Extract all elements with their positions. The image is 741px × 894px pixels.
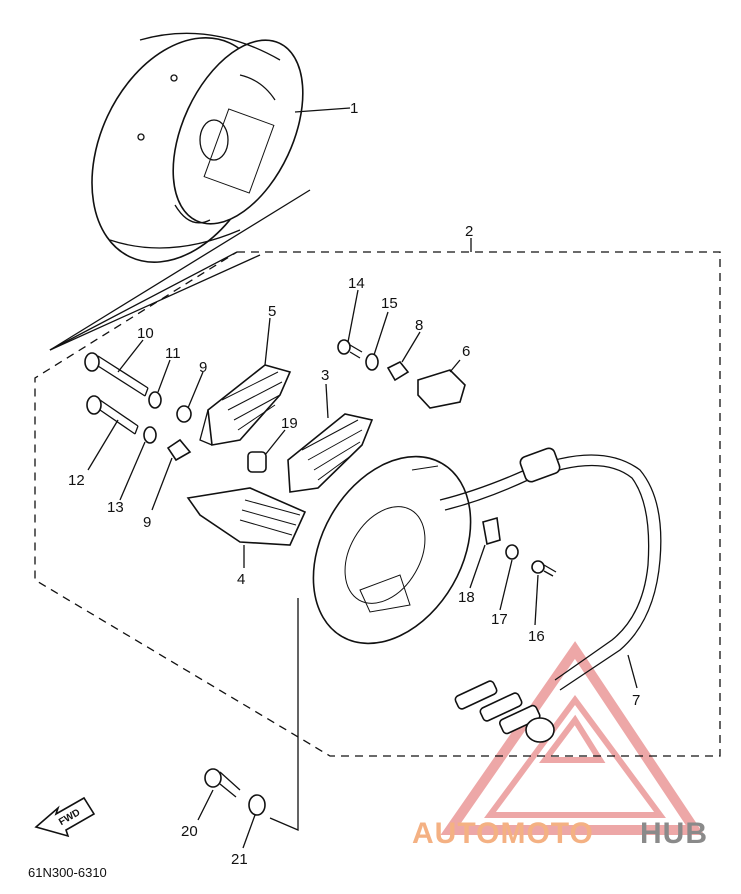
stator-assembly-outline [34, 251, 721, 757]
washer-13 [143, 426, 157, 444]
label-part-7: 7 [632, 692, 640, 709]
pickup-coil-4 [186, 487, 307, 546]
label-part-2: 2 [465, 223, 473, 240]
bolt-12 [86, 395, 139, 435]
catalog-code: 61N300-6310 [28, 865, 107, 880]
spacer-19 [247, 451, 267, 473]
label-part-19: 19 [281, 415, 298, 432]
washer-9a [176, 405, 192, 423]
label-part-3: 3 [321, 367, 329, 384]
label-part-1: 1 [350, 100, 358, 117]
washer-11 [148, 391, 162, 409]
flywheel-rotor [91, 32, 304, 263]
label-part-10: 10 [137, 325, 154, 342]
coil-5 [199, 364, 292, 446]
coil-3 [287, 413, 374, 493]
label-part-9a: 9 [199, 359, 207, 376]
washer-21 [248, 794, 266, 816]
screw-16 [531, 560, 557, 577]
label-part-12: 12 [68, 472, 85, 489]
bolt-10 [84, 352, 149, 397]
label-part-21: 21 [231, 851, 248, 868]
plate-6 [417, 369, 466, 409]
bolt-20 [204, 768, 241, 798]
label-part-14: 14 [348, 275, 365, 292]
wire-harness-7 [439, 447, 662, 743]
washer-17 [505, 544, 519, 560]
clip-18 [482, 516, 501, 546]
label-part-16: 16 [528, 628, 545, 645]
watermark-brand-part2: HUB [640, 817, 708, 850]
fwd-arrow-icon: FWD [34, 796, 96, 838]
clip-8 [386, 360, 410, 382]
label-part-17: 17 [491, 611, 508, 628]
label-part-9b: 9 [143, 514, 151, 531]
watermark-triangle-icon [440, 641, 705, 835]
label-part-5: 5 [268, 303, 276, 320]
label-part-4: 4 [237, 571, 245, 588]
label-part-6: 6 [462, 343, 470, 360]
stator-base-plate [312, 455, 472, 645]
label-part-11: 11 [165, 345, 181, 362]
label-part-18: 18 [458, 589, 475, 606]
screw-14 [337, 339, 363, 359]
label-part-20: 20 [181, 823, 198, 840]
washer-15 [365, 353, 379, 371]
label-part-15: 15 [381, 295, 398, 312]
label-part-13: 13 [107, 499, 124, 516]
label-part-8: 8 [415, 317, 423, 334]
clamp-9b [166, 438, 192, 462]
watermark-brand-part1: AUTOMOTO [412, 817, 594, 850]
